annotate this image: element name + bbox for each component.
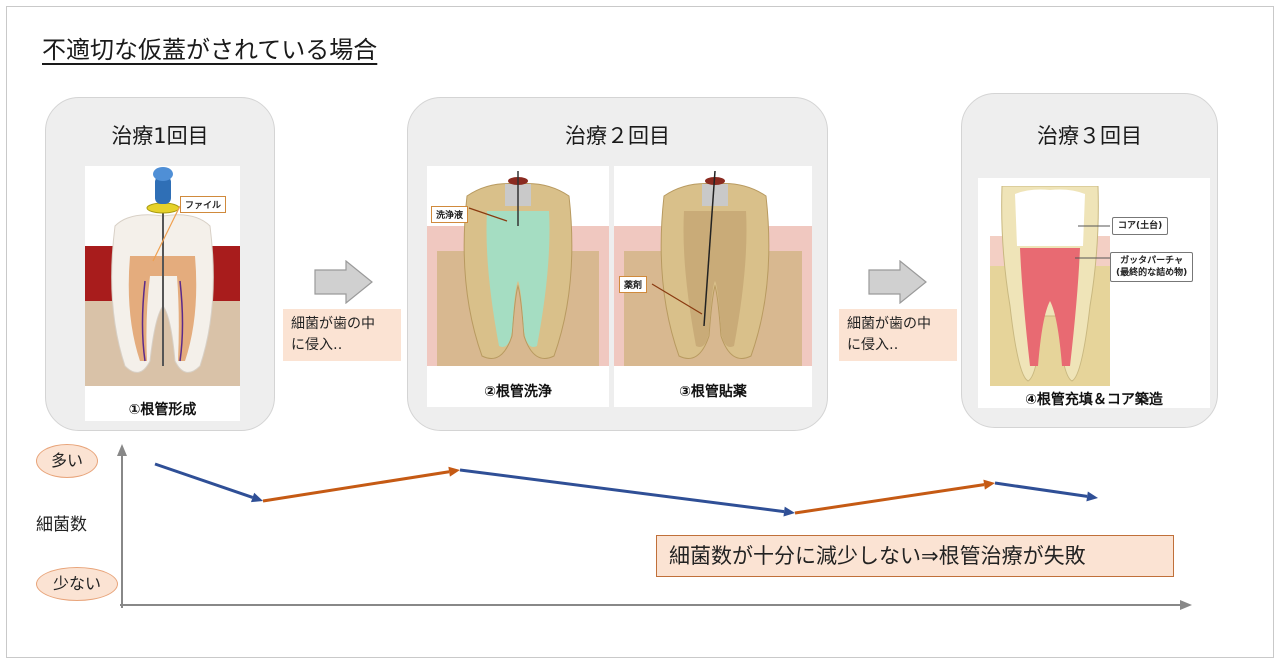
- tooth-medication-illustration: [614, 170, 812, 366]
- root-canal-medication-card: 薬剤 ③根管貼薬: [614, 166, 812, 407]
- caption-root-canal-medication: ③根管貼薬: [679, 384, 747, 400]
- tooth-irrigation-illustration: [427, 171, 609, 366]
- slide-frame: [6, 6, 1274, 658]
- tooth-file-illustration: [85, 167, 240, 386]
- y-axis-title: 細菌数: [36, 515, 87, 535]
- root-canal-irrigation-card: 洗浄液 ②根管洗浄: [427, 166, 609, 407]
- stage-3-panel: 治療３回目 コア(土台) ガッタパーチャ (最終的な詰め物) ④根管充填＆コア築…: [961, 93, 1218, 428]
- bacteria-invasion-note-1: 細菌が歯の中 に侵入‥: [283, 309, 401, 361]
- y-low-label: 少ない: [36, 567, 118, 601]
- bacteria-trend-lines: [154, 462, 1098, 517]
- trend-arrowhead: [783, 506, 795, 517]
- x-axis-arrowhead: [1180, 600, 1192, 610]
- arrow-right-icon: [314, 260, 373, 304]
- tag-irrigant: 洗浄液: [431, 206, 469, 223]
- caption-root-canal-filling: ④根管充填＆コア築造: [1025, 392, 1163, 408]
- note-2-line1: 細菌が歯の中: [847, 316, 931, 332]
- trend-segment-increase: [262, 470, 450, 503]
- tag-file: ファイル: [180, 196, 227, 213]
- trend-arrowhead: [1086, 491, 1098, 502]
- stage-2-panel: 治療２回目 洗浄液 ②根管洗浄 薬剤 ③根管貼薬: [407, 97, 828, 431]
- tooth-filling-illustration: [990, 186, 1110, 386]
- note-1-line2: に侵入‥: [291, 337, 343, 353]
- trend-arrowhead: [448, 466, 460, 477]
- conclusion-box: 細菌数が十分に減少しない⇒根管治療が失敗: [656, 535, 1174, 577]
- bacteria-invasion-note-2: 細菌が歯の中 に侵入‥: [839, 309, 957, 361]
- root-canal-shaping-card: ファイル ①根管形成: [85, 166, 240, 421]
- trend-segment-decrease: [154, 462, 254, 499]
- stage-2-title: 治療２回目: [565, 124, 670, 148]
- trend-segment-decrease: [459, 468, 785, 514]
- caption-root-canal-irrigation: ②根管洗浄: [484, 384, 552, 400]
- stage-1-panel: 治療1回目 ファイル ①根管形成: [45, 97, 275, 431]
- root-canal-filling-card: コア(土台) ガッタパーチャ (最終的な詰め物) ④根管充填＆コア築造: [978, 178, 1210, 408]
- trend-arrowhead: [983, 479, 995, 490]
- trend-segment-increase: [794, 483, 985, 515]
- note-2-line2: に侵入‥: [847, 337, 899, 353]
- y-high-label: 多い: [36, 444, 98, 478]
- tag-gutta-percha-line1: ガッタパーチャ: [1120, 256, 1184, 266]
- tag-gutta-percha: ガッタパーチャ (最終的な詰め物): [1110, 252, 1194, 283]
- y-axis-arrowhead: [117, 444, 127, 456]
- trend-arrowhead: [250, 492, 263, 503]
- tag-gutta-percha-line2: (最終的な詰め物): [1116, 268, 1188, 279]
- stage-1-title: 治療1回目: [111, 124, 209, 148]
- caption-root-canal-shaping: ①根管形成: [128, 402, 197, 418]
- note-1-line1: 細菌が歯の中: [291, 316, 375, 332]
- tag-core: コア(土台): [1112, 217, 1169, 236]
- tag-medicament: 薬剤: [619, 276, 648, 293]
- arrow-right-icon: [868, 260, 927, 304]
- stage-3-title: 治療３回目: [1037, 124, 1142, 148]
- trend-segment-decrease: [994, 481, 1088, 498]
- page-title: 不適切な仮蓋がされている場合: [42, 36, 378, 64]
